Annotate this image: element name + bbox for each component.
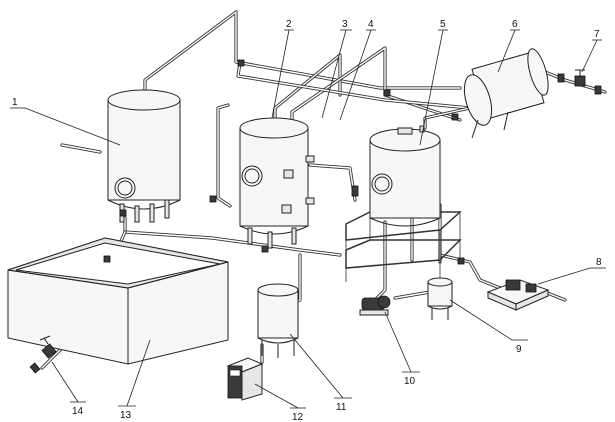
valve-14 [29, 335, 57, 374]
pump-10 [359, 295, 391, 316]
callout-4: 4 [368, 19, 374, 30]
callout-3: 3 [342, 19, 348, 30]
callout-14: 14 [72, 406, 84, 417]
callout-9: 9 [516, 344, 522, 355]
valve-7 [557, 69, 602, 95]
callout-8: 8 [596, 257, 602, 268]
dosing-unit-8 [486, 279, 550, 311]
vertical-vessel-5 [345, 125, 462, 282]
callout-1: 1 [12, 97, 18, 108]
callout-labels: 1 2 3 4 5 6 7 8 9 10 11 12 13 14 [12, 19, 602, 422]
callout-11: 11 [336, 402, 347, 413]
horizontal-tank-6 [463, 48, 549, 139]
callout-6: 6 [512, 19, 518, 30]
small-tank-9 [427, 277, 453, 320]
callout-12: 12 [292, 412, 304, 422]
callout-13: 13 [120, 410, 132, 421]
callout-2: 2 [286, 19, 292, 30]
open-tank-13 [7, 237, 229, 365]
callout-10: 10 [404, 376, 416, 387]
inline-valves [103, 59, 465, 265]
control-box-12 [226, 357, 264, 401]
vertical-vessel-2 [239, 117, 315, 249]
vertical-vessel-11 [257, 283, 299, 358]
callout-5: 5 [440, 19, 446, 30]
leader-lines [10, 29, 606, 409]
callout-7: 7 [594, 29, 600, 40]
vertical-vessel-1 [107, 89, 181, 223]
